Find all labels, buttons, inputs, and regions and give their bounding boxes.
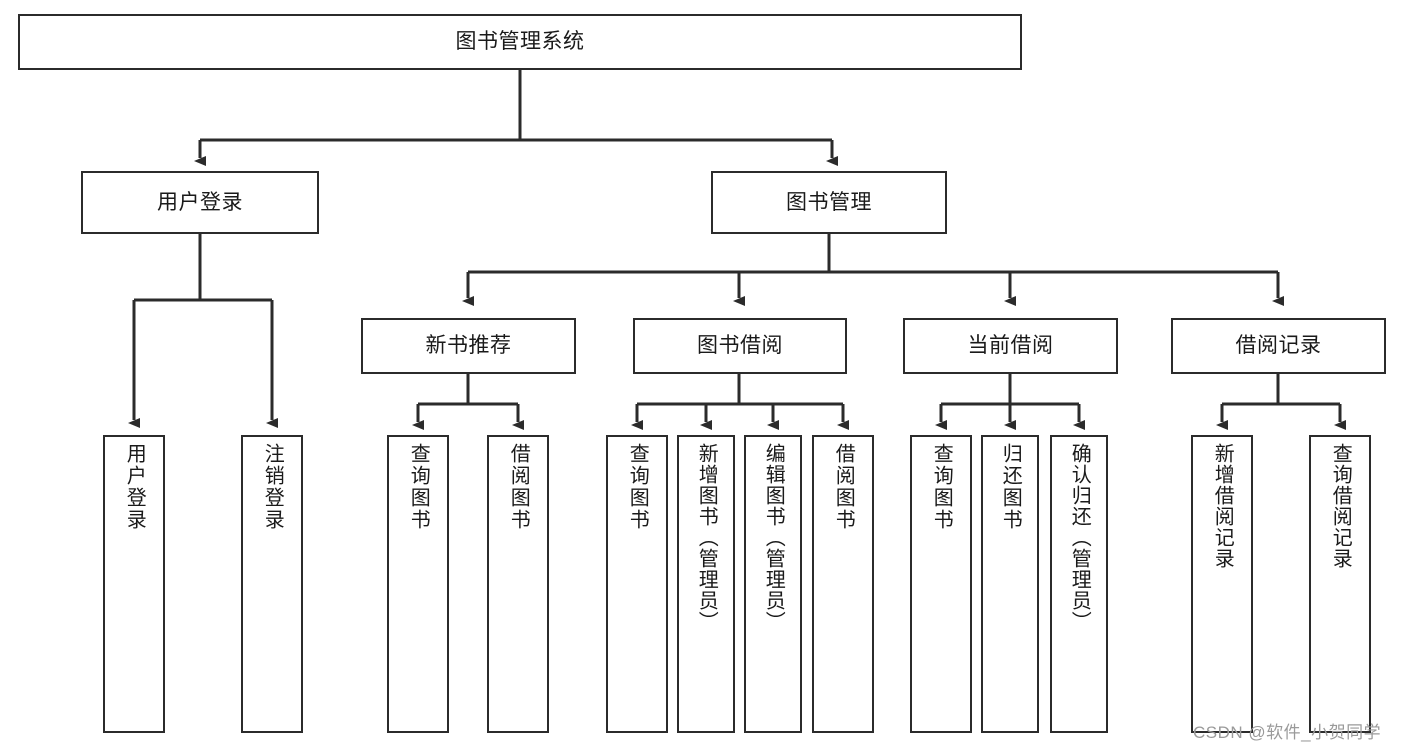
leaf-borrow-book[interactable]: 借阅图书 [812,435,874,733]
node-current-borrow-label: 当前借阅 [967,334,1054,358]
node-borrow-record[interactable]: 借阅记录 [1171,318,1386,374]
leaf-edit-book-admin-label: 编辑图书（管理员） [762,443,785,632]
node-current-borrow[interactable]: 当前借阅 [903,318,1118,374]
watermark-text: CSDN @软件_小贺同学 [1193,723,1382,742]
leaf-return-book[interactable]: 归还图书 [981,435,1039,733]
node-borrow-record-label: 借阅记录 [1235,334,1322,358]
leaf-confirm-return-admin[interactable]: 确认归还（管理员） [1050,435,1108,733]
node-new-book-recommend-label: 新书推荐 [425,334,512,358]
node-book-management-label: 图书管理 [786,190,872,214]
leaf-logout-label: 注销登录 [261,443,284,531]
leaf-logout[interactable]: 注销登录 [241,435,303,733]
leaf-user-login[interactable]: 用户登录 [103,435,165,733]
leaf-query-book-borrow-label: 查询图书 [626,443,649,531]
node-root-label: 图书管理系统 [455,30,585,54]
node-book-borrow-label: 图书借阅 [697,334,783,358]
node-book-management[interactable]: 图书管理 [711,171,947,234]
leaf-add-borrow-record-label: 新增借阅记录 [1211,443,1234,569]
node-user-login-label: 用户登录 [157,190,243,214]
leaf-query-book-recommend-label: 查询图书 [407,443,430,531]
leaf-add-book-admin-label: 新增图书（管理员） [695,443,718,632]
leaf-add-borrow-record[interactable]: 新增借阅记录 [1191,435,1253,733]
leaf-borrow-book-recommend[interactable]: 借阅图书 [487,435,549,733]
node-new-book-recommend[interactable]: 新书推荐 [361,318,576,374]
leaf-return-book-label: 归还图书 [999,443,1022,531]
node-root[interactable]: 图书管理系统 [18,14,1022,70]
leaf-confirm-return-admin-label: 确认归还（管理员） [1068,443,1091,632]
leaf-query-borrow-record[interactable]: 查询借阅记录 [1309,435,1371,733]
leaf-user-login-label: 用户登录 [123,443,146,531]
leaf-query-book-current[interactable]: 查询图书 [910,435,972,733]
leaf-query-book-recommend[interactable]: 查询图书 [387,435,449,733]
leaf-query-book-borrow[interactable]: 查询图书 [606,435,668,733]
leaf-add-book-admin[interactable]: 新增图书（管理员） [677,435,735,733]
leaf-edit-book-admin[interactable]: 编辑图书（管理员） [744,435,802,733]
node-user-login[interactable]: 用户登录 [81,171,319,234]
leaf-query-book-current-label: 查询图书 [930,443,953,531]
node-book-borrow[interactable]: 图书借阅 [633,318,847,374]
leaf-borrow-book-recommend-label: 借阅图书 [507,443,530,531]
leaf-borrow-book-label: 借阅图书 [832,443,855,531]
leaf-query-borrow-record-label: 查询借阅记录 [1329,443,1352,569]
